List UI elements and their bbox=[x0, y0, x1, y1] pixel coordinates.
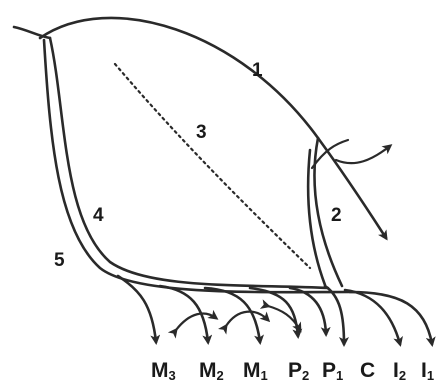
arrow-m3 bbox=[116, 274, 161, 345]
tooth-label-m3: M3 bbox=[151, 359, 176, 383]
tooth-label-i1: I1 bbox=[421, 359, 434, 383]
branch-5-curve bbox=[42, 38, 356, 294]
branch-4-curve bbox=[48, 36, 330, 290]
label-5: 5 bbox=[54, 250, 65, 271]
branch-1-arrow-upper bbox=[334, 144, 393, 165]
branch-2-curve bbox=[313, 136, 344, 288]
arrow-p1 bbox=[288, 286, 331, 337]
trunk-stem bbox=[12, 25, 52, 40]
label-4: 4 bbox=[93, 205, 104, 226]
branch-3-dotted bbox=[113, 62, 312, 270]
tooth-label-i2: I2 bbox=[393, 359, 406, 383]
tooth-label-p1: P1 bbox=[322, 359, 343, 383]
arrow-c bbox=[323, 284, 349, 347]
tooth-label-m2: M2 bbox=[199, 359, 224, 383]
label-2: 2 bbox=[331, 205, 342, 226]
arrow-i1 bbox=[348, 290, 436, 347]
label-3: 3 bbox=[196, 122, 207, 143]
branch-2-inner bbox=[306, 148, 327, 287]
interdental-arrow-3 bbox=[259, 299, 302, 333]
tooth-label-p2: P2 bbox=[288, 359, 309, 383]
interdental-arrow-2 bbox=[217, 310, 271, 335]
branch-1-curve bbox=[38, 16, 320, 140]
tooth-label-c: C bbox=[360, 359, 375, 382]
tooth-label-m1: M1 bbox=[243, 359, 268, 383]
interdental-arrow-1 bbox=[167, 309, 219, 339]
label-1: 1 bbox=[252, 60, 263, 81]
branch-1-arrow-lower bbox=[316, 136, 388, 241]
